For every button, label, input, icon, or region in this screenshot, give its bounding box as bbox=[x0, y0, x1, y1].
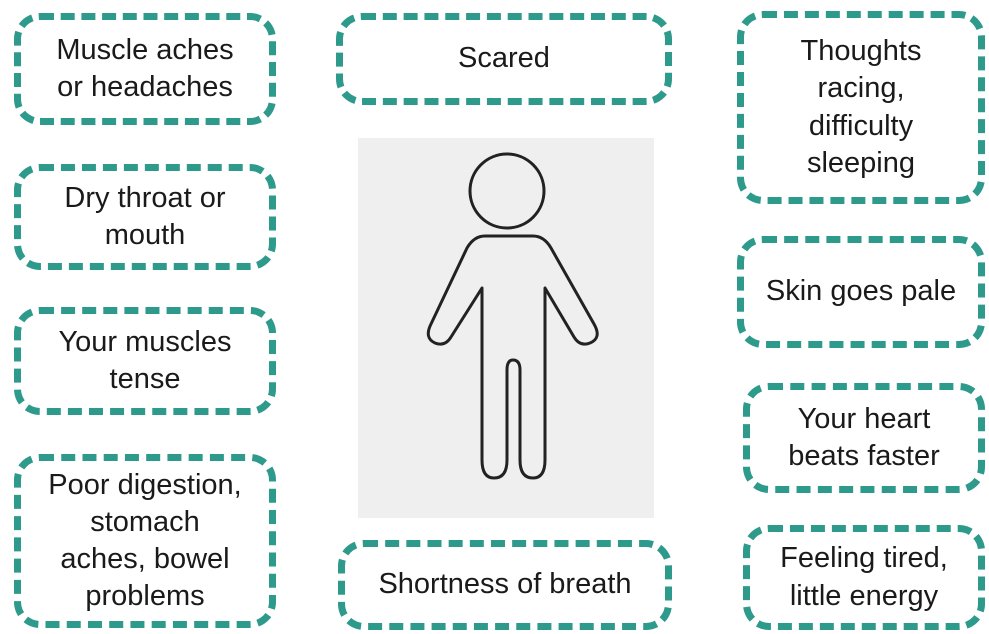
symptom-shortness-of-breath: Shortness of breath bbox=[338, 540, 672, 630]
symptom-heart-beats: Your heart beats faster bbox=[743, 383, 985, 493]
symptom-muscles-tense: Your muscles tense bbox=[14, 307, 276, 415]
symptom-muscle-aches: Muscle aches or headaches bbox=[14, 13, 276, 125]
symptom-dry-throat: Dry throat or mouth bbox=[14, 164, 276, 270]
person-outline-icon bbox=[358, 138, 654, 518]
symptom-thoughts-racing: Thoughts racing, difficulty sleeping bbox=[737, 11, 985, 204]
symptom-poor-digestion: Poor digestion, stomach aches, bowel pro… bbox=[14, 454, 276, 628]
figure-panel bbox=[358, 138, 654, 518]
symptom-skin-pale: Skin goes pale bbox=[737, 236, 985, 348]
symptom-feeling-tired: Feeling tired, little energy bbox=[743, 525, 985, 630]
symptom-scared: Scared bbox=[336, 13, 672, 105]
